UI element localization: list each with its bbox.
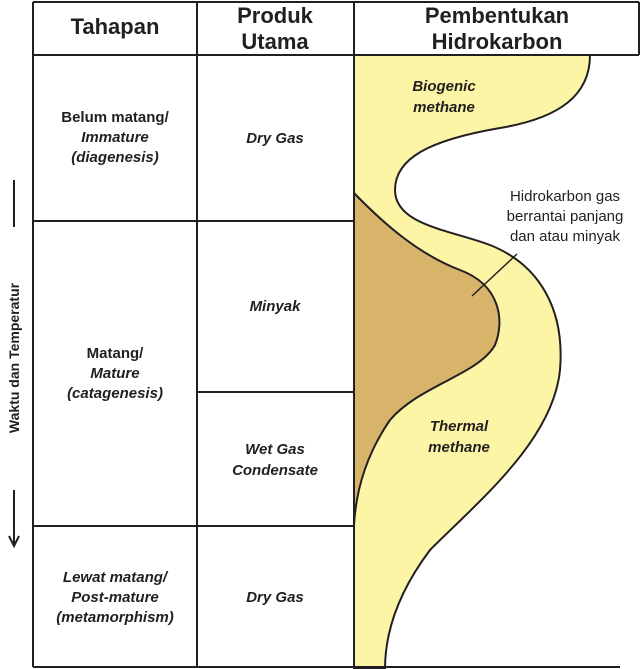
stage-postmature-line3: (metamorphism) xyxy=(56,609,174,626)
stage-postmature-line1: Lewat matang/ xyxy=(63,569,169,586)
header-stage: Tahapan xyxy=(71,14,160,39)
stage-mature-line1: Matang/ xyxy=(87,345,145,362)
product-wet-gas-line1: Wet Gas xyxy=(245,441,305,458)
stage-immature-line3: (diagenesis) xyxy=(71,149,159,166)
thermal-label-line1: Thermal xyxy=(430,418,489,435)
header-formation-line1: Pembentukan xyxy=(425,3,569,28)
callout-line2: berrantai panjang xyxy=(507,208,624,225)
product-wet-gas-line2: Condensate xyxy=(232,462,318,479)
time-temperature-arrow xyxy=(8,180,20,549)
stage-mature-line2: Mature xyxy=(90,365,139,382)
product-dry-gas-top: Dry Gas xyxy=(246,130,304,147)
biogenic-label-line2: methane xyxy=(413,99,475,116)
header-formation-line2: Hidrokarbon xyxy=(432,29,563,54)
stage-mature-line3: (catagenesis) xyxy=(67,385,163,402)
header-product-line2: Utama xyxy=(241,29,309,54)
biogenic-label-line1: Biogenic xyxy=(412,78,476,95)
product-oil: Minyak xyxy=(250,298,302,315)
thermal-label-line2: methane xyxy=(428,439,490,456)
stage-immature-line1: Belum matang/ xyxy=(61,109,169,126)
callout-leader-line xyxy=(471,253,518,297)
oil-wedge xyxy=(353,190,501,526)
product-dry-gas-bottom: Dry Gas xyxy=(246,589,304,606)
stage-postmature-line2: Post-mature xyxy=(71,589,159,606)
side-axis-label: Waktu dan Temperatur xyxy=(6,282,22,433)
callout-line1: Hidrokarbon gas xyxy=(510,188,620,205)
table-grid xyxy=(32,1,640,668)
stage-immature-line2: Immature xyxy=(81,129,149,146)
header-product-line1: Produk xyxy=(237,3,314,28)
callout-line3: dan atau minyak xyxy=(510,228,621,245)
